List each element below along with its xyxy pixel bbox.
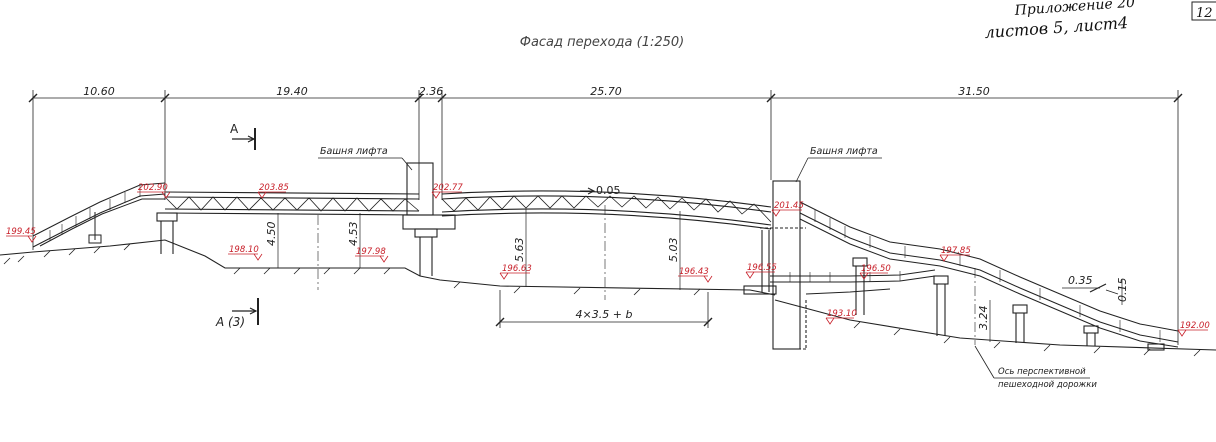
elev-197-85: 197.85 (941, 246, 971, 256)
centre-lines (317, 205, 976, 345)
section-marker-bottom (232, 298, 259, 325)
elev-202-90: 202.90 (138, 183, 168, 193)
section-label-bottom: А (3) (215, 315, 245, 329)
vdim-3: 5.63 (513, 238, 526, 263)
axis-note-line2: пешеходной дорожки (998, 380, 1097, 390)
right-elevator-tower (743, 180, 807, 350)
slope-arrow (580, 187, 596, 195)
elev-198-10: 198.10 (229, 245, 259, 255)
axis-note-leader (974, 345, 1090, 379)
right-staircase-lower (770, 269, 936, 295)
elev-193-10: 193.10 (827, 309, 857, 319)
vdim-5: 3.24 (977, 306, 990, 331)
span-dimension (495, 290, 713, 328)
elev-196-50: 196.50 (861, 264, 891, 274)
corner-stamp: 12 (1191, 1, 1216, 21)
sheet-count-note: листов 5, лист4 (984, 13, 1129, 42)
section-marker-top (232, 128, 256, 150)
corner-stamp-text: 12 (1196, 6, 1213, 21)
elev-196-63: 196.63 (502, 264, 532, 274)
elev-192-00: 192.00 (1180, 321, 1210, 331)
elev-196-43: 196.43 (679, 267, 709, 277)
elev-196-55: 196.55 (747, 263, 777, 273)
vdim-2: 4.53 (347, 222, 360, 247)
small-dim-0-35: 0.35 (1068, 274, 1093, 287)
ground-profile (0, 239, 1216, 357)
left-staircase (32, 182, 166, 248)
slope-label: 0.05 (596, 184, 621, 197)
left-elevator-tower (402, 162, 456, 276)
dim-top-5: 31.50 (958, 85, 990, 98)
elev-197-98: 197.98 (356, 247, 386, 257)
vdim-6: 0.15 (1116, 278, 1129, 303)
span-formula: 4×3.5 + b (576, 308, 633, 321)
tower-left-label: Башня лифта (320, 146, 388, 157)
elev-203-85: 203.85 (259, 183, 289, 193)
vdim-1: 4.50 (265, 222, 278, 247)
tower-right-label: Башня лифта (810, 146, 878, 157)
drawing-title: Фасад перехода (1:250) (520, 35, 684, 50)
right-piers (852, 257, 1165, 351)
elev-201-45: 201.45 (774, 201, 804, 211)
dim-top-3: 2.36 (419, 85, 444, 98)
vertical-dim-lines (277, 209, 1123, 342)
dim-top-2: 19.40 (276, 85, 308, 98)
elev-202-77: 202.77 (433, 183, 463, 193)
main-truss (441, 190, 772, 230)
section-label-top: А (230, 122, 239, 136)
axis-note-line1: Ось перспективной (998, 367, 1086, 377)
dim-top-1: 10.60 (83, 85, 115, 98)
right-staircase-upper (799, 201, 1179, 348)
left-pier (156, 212, 178, 254)
top-dimension-chain (28, 90, 1183, 345)
vdim-4: 5.03 (667, 238, 680, 263)
elev-199-45: 199.45 (6, 227, 36, 237)
left-truss (164, 191, 420, 216)
elevation-markers (6, 191, 1208, 337)
small-dim-line (1062, 283, 1119, 295)
dim-top-4: 25.70 (590, 85, 622, 98)
